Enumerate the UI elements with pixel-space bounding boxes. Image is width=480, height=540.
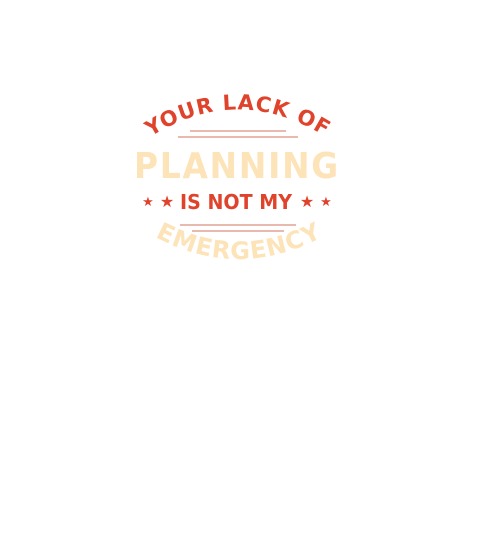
- bottom-arc-text: EMERGENCY: [152, 217, 325, 265]
- bottom-arc-textpath: EMERGENCY: [152, 217, 324, 265]
- star-icon-right-small: ★: [320, 195, 332, 210]
- star-icon-right-large: ★: [300, 192, 314, 211]
- star-icon-left-small: ★: [142, 195, 154, 210]
- top-arc-textpath: YOUR LACK OF: [140, 90, 334, 141]
- middle-line-text: IS NOT MY: [180, 190, 292, 214]
- star-icon-left-large: ★: [160, 192, 174, 211]
- main-word: PLANNING: [134, 146, 340, 187]
- top-arc-text: YOUR LACK OF: [140, 90, 335, 141]
